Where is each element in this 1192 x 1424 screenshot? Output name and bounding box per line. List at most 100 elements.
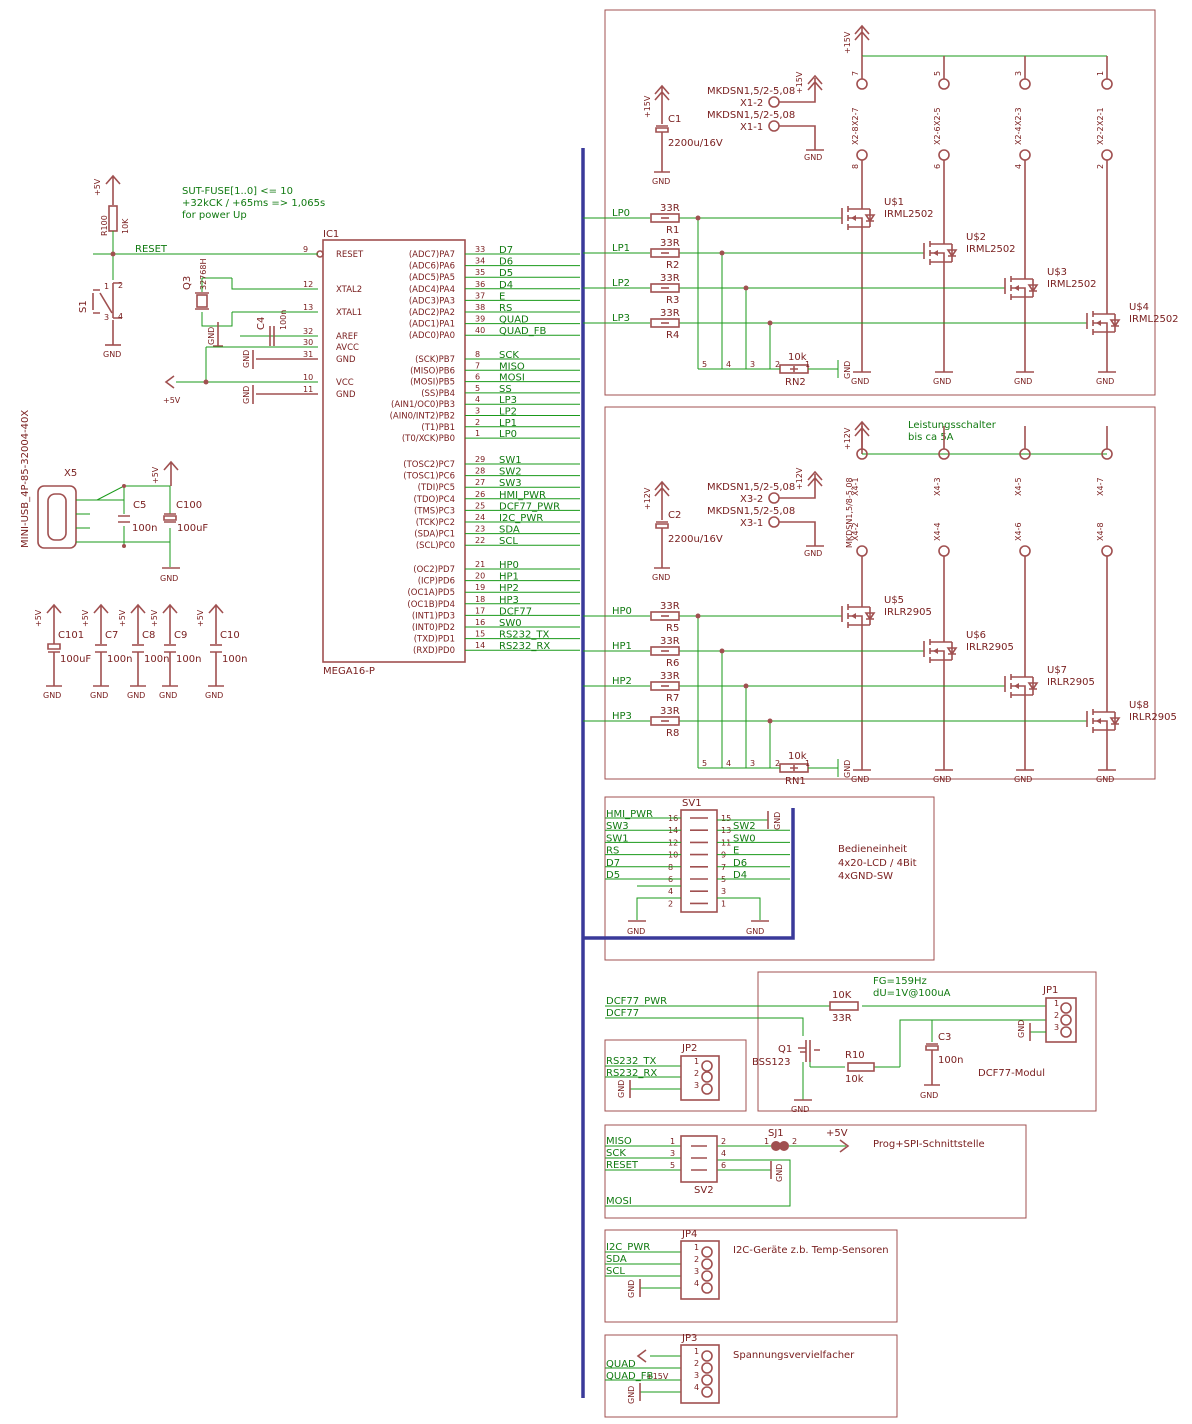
q1-value: BSS123 xyxy=(752,1057,790,1068)
mcu-net-HMI_PWR: HMI_PWR xyxy=(499,490,546,501)
fuse-note-1: SUT-FUSE[1..0] <= 10 xyxy=(182,186,293,197)
jp2-section: RS232_TX RS232_RX GND JP2 1 2 3 xyxy=(605,1043,720,1101)
sv2-p5: 5 xyxy=(670,1161,675,1170)
sv1-gnd-l: GND xyxy=(627,927,645,936)
mcu-pin-name-11: GND xyxy=(336,390,356,400)
mcu-net-SDA: SDA xyxy=(499,525,520,536)
mcu-net-LP0: LP0 xyxy=(499,429,517,440)
mcu-net-MISO: MISO xyxy=(499,361,525,372)
lp-channels-res-value-R3: 33R xyxy=(660,273,680,284)
mcu-pin-name-6: (MOSI)PB5 xyxy=(410,378,455,388)
x1-value-b: MKDSN1,5/2-5,08 xyxy=(707,110,795,121)
c2-arrow xyxy=(654,480,670,520)
sj1-body xyxy=(771,1141,781,1151)
jp2-gnd: GND xyxy=(617,1080,626,1098)
hp-channels-rn-pin-2: 2 xyxy=(775,759,780,768)
hp-channels-rn-mark xyxy=(790,765,798,771)
reset-circuit: SUT-FUSE[1..0] <= 10 +32kCK / +65ms => 1… xyxy=(78,174,325,405)
lp-channels-conn-top-1: X2-5 xyxy=(933,107,942,126)
mcu-net-D6: D6 xyxy=(499,257,513,268)
x1-value-a: MKDSN1,5/2-5,08 xyxy=(707,86,795,97)
dcf-nets xyxy=(605,1005,1046,1036)
mcu-pin-num-1: 1 xyxy=(475,429,480,438)
usb-section: MINI-USB_4P-85-32004-40X X5 C5 100n C100… xyxy=(20,410,208,583)
mcu-pin-name-2: (T1)PB1 xyxy=(421,423,455,433)
mcu-pin-name-17: (INT1)PD3 xyxy=(412,611,455,621)
plus5-label: +5V xyxy=(163,396,181,405)
r100-body xyxy=(108,205,118,232)
mcu-net-SS: SS xyxy=(499,384,512,395)
hp-channels-mos-gnd-U$8: GND xyxy=(1096,775,1114,784)
hp-channels-res-value-R5: 33R xyxy=(660,601,680,612)
mcu-pin-name-29: (TOSC2)PC7 xyxy=(403,460,455,470)
mcu-pin-name-35: (ADC5)PA5 xyxy=(409,273,455,283)
lp-channels-tap-junction-LP0 xyxy=(695,215,701,221)
usb-value: MINI-USB_4P-85-32004-40X xyxy=(20,410,31,548)
hp-channels-res-R8 xyxy=(650,716,680,726)
sv1-ref: SV1 xyxy=(682,798,702,809)
hp-channels-term-bot-2 xyxy=(1019,545,1031,557)
frame-power-lp xyxy=(604,9,1156,396)
sv2-p1: 1 xyxy=(670,1137,675,1146)
hp-channels-mos-gate-U$7 xyxy=(1004,674,1012,698)
q3-plates xyxy=(195,292,209,310)
mcu-pin-name-9: RESET xyxy=(336,250,364,260)
x1-p2: X1-2 xyxy=(740,98,763,109)
mcu-net-HP1: HP1 xyxy=(499,572,519,583)
c10-value: 100n xyxy=(222,654,247,665)
lp-channels-term-top-0 xyxy=(856,78,868,90)
bedien-bus xyxy=(583,808,795,940)
c101-ref: C101 xyxy=(58,630,84,641)
jp3-net1: QUAD xyxy=(606,1359,636,1370)
q3-value: 32768H xyxy=(199,259,208,290)
mcu-pin-name-4: (AIN1/OC0)PB3 xyxy=(391,400,455,410)
hp-channels-term-bot-3 xyxy=(1101,545,1113,557)
mcu-pin-name-7: (MISO)PB6 xyxy=(410,366,455,376)
q1-gnd: GND xyxy=(791,1105,809,1114)
mcu-pin-num-21: 21 xyxy=(475,560,485,569)
lp-channels-rn-pin-2: 2 xyxy=(775,360,780,369)
x1-p1: X1-1 xyxy=(740,122,763,133)
lp-channels-pin-bot-0: 8 xyxy=(851,164,860,169)
q3-gnd-bar xyxy=(213,322,223,347)
c8-value: 100n xyxy=(144,654,169,665)
mcu-net-SW2: SW2 xyxy=(499,467,522,478)
lp-channels-conn-bot-2: X2-4 xyxy=(1014,126,1023,145)
hp-channels-conn-bot-0: X4-2 xyxy=(851,522,860,541)
hp-channels-rn-ref: RN1 xyxy=(785,776,806,787)
mcu-pin-name-23: (SDA)PC1 xyxy=(414,530,455,540)
usb-plus5: +5V xyxy=(151,466,160,484)
lp-channels-res-R1 xyxy=(650,213,680,223)
lp-channels-net-LP2: LP2 xyxy=(612,278,630,289)
dcf-note-1: FG=159Hz xyxy=(873,976,927,987)
mcu-pin-num-20: 20 xyxy=(475,572,485,581)
mcu-pin-num-37: 37 xyxy=(475,291,485,300)
decoupling-caps: +5VC101100uFGND+5VC7100nGND+5VC8100nGND+… xyxy=(34,603,247,700)
lp-channels-pin-top-2: 3 xyxy=(1014,71,1023,76)
lp-section: +15V +15V C1 2200u/16V GND MKDSN1,5/2-5,… xyxy=(583,24,1179,388)
lp-channels-mos-body-U$3 xyxy=(1011,266,1034,306)
hp-channels-mos-ref-U$6: U$6 xyxy=(966,630,986,641)
hp-channels-rn-wires xyxy=(698,759,839,777)
c4-value: 100n xyxy=(279,310,288,330)
mcu-net-I2C_PWR: I2C_PWR xyxy=(499,513,543,524)
s1-pin3: 3 xyxy=(104,313,109,322)
x1-plus15: +15V xyxy=(795,71,804,94)
mcu-pin-name-12: XTAL2 xyxy=(336,285,362,295)
c4-ref: C4 xyxy=(256,317,267,330)
lp-channels-mos-diode-U$4 xyxy=(1109,319,1121,328)
fuse-note-3: for power Up xyxy=(182,210,247,221)
lp-channels-mos-body-U$4 xyxy=(1093,301,1116,341)
c9-supply-arrow xyxy=(162,603,178,644)
mcu-pin-num-32: 32 xyxy=(303,327,313,336)
lp-channels-net-LP1: LP1 xyxy=(612,243,630,254)
dcf-note-2: dU=1V@100uA xyxy=(873,988,951,999)
sv2-gnd: GND xyxy=(775,1164,784,1182)
mcu-pin-num-5: 5 xyxy=(475,384,480,393)
mcu-pin-name-16: (INT0)PD2 xyxy=(412,623,455,633)
usb-gnd: GND xyxy=(160,574,178,583)
mcu-pin-num-36: 36 xyxy=(475,280,485,289)
mcu-pin-name-36: (ADC4)PA4 xyxy=(409,285,455,295)
lp-channels-term-bot-1 xyxy=(938,149,950,161)
lp-channels-pin-bot-3: 2 xyxy=(1096,164,1105,169)
